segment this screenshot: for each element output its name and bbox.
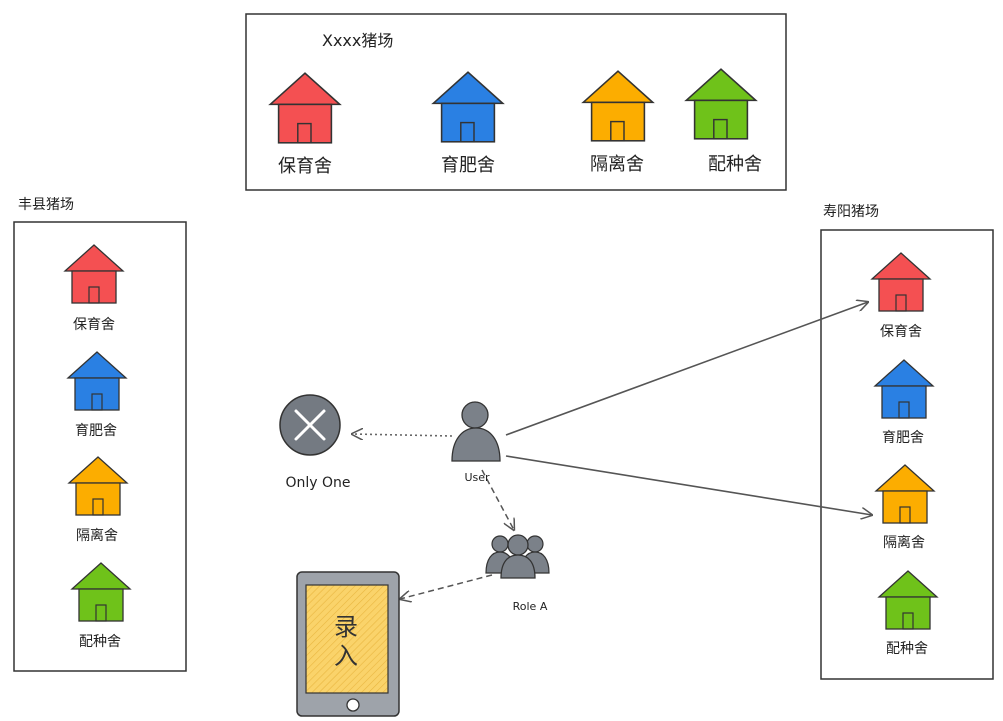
house-label: 育肥舍	[441, 155, 495, 176]
house-right-3	[874, 464, 936, 524]
farm-right-box	[820, 229, 994, 680]
house-door	[899, 506, 911, 524]
house-left-1	[63, 244, 125, 304]
house-roof	[684, 68, 758, 102]
user-icon-body	[451, 427, 501, 462]
house-roof	[67, 456, 129, 484]
group-icon-body	[500, 554, 536, 579]
only-one-actor: Only One	[279, 394, 351, 491]
house-label: 配种舍	[886, 641, 928, 657]
house-top-3	[581, 70, 655, 142]
group-icon-head	[507, 534, 529, 556]
house-label: 保育舍	[73, 317, 115, 333]
house-top-1	[268, 72, 342, 144]
farm-right: 寿阳猪场 保育舍 育肥舍 隔离舍 配种舍	[820, 203, 994, 680]
house-roof	[70, 562, 132, 590]
house-label: 隔离舍	[883, 534, 925, 551]
house-label: 育肥舍	[882, 430, 924, 446]
house-door	[895, 294, 907, 312]
tablet-home-button	[346, 698, 360, 712]
farm-left-title: 丰县猪场	[18, 197, 74, 213]
house-label: 隔离舍	[76, 527, 118, 544]
house-door	[92, 498, 104, 516]
house-left-3	[67, 456, 129, 516]
tablet-screen	[305, 584, 389, 694]
farm-top-title: Xxxx猪场	[322, 31, 393, 50]
house-door	[610, 120, 625, 142]
arrow-user-to-role-a	[481, 469, 514, 530]
house-roof	[870, 252, 932, 280]
arrow-user-to-only-one	[352, 434, 453, 436]
only-one-label: Only One	[285, 475, 350, 491]
group-icon-head	[526, 535, 544, 553]
arrow-user-to-isolation	[505, 455, 872, 515]
house-door	[902, 612, 914, 630]
tablet-device: 录 入	[296, 571, 400, 717]
arrow-role-a-to-tablet	[400, 574, 493, 599]
house-door	[713, 118, 728, 140]
house-roof	[431, 71, 505, 105]
house-roof	[877, 570, 939, 598]
farm-top-box	[245, 13, 787, 191]
house-roof	[874, 464, 936, 492]
connectors	[352, 302, 872, 599]
house-roof	[581, 70, 655, 104]
house-label: 隔离舍	[590, 154, 644, 175]
house-door	[460, 121, 475, 143]
house-roof	[66, 351, 128, 379]
house-door	[898, 401, 910, 419]
house-left-4	[70, 562, 132, 622]
group-icon-head	[491, 535, 509, 553]
house-right-2	[873, 359, 935, 419]
user-icon-head	[461, 401, 489, 429]
house-label: 保育舍	[880, 324, 922, 340]
role-a-label: Role A	[513, 600, 548, 613]
house-right-1	[870, 252, 932, 312]
role-a-actor: Role A	[485, 534, 550, 613]
house-left-2	[66, 351, 128, 411]
close-icon-stroke	[294, 409, 326, 441]
house-door	[91, 393, 103, 411]
house-top-2	[431, 71, 505, 143]
user-actor: User	[451, 401, 501, 484]
house-label: 配种舍	[708, 154, 762, 175]
house-top-4	[684, 68, 758, 140]
house-door	[88, 286, 100, 304]
house-body	[590, 101, 646, 142]
user-label: User	[464, 471, 490, 484]
arrow-user-to-nursery	[505, 302, 868, 436]
house-label: 保育舍	[278, 156, 332, 177]
house-roof	[268, 72, 342, 106]
tablet-text-line1: 录	[334, 613, 358, 641]
farm-left: 丰县猪场 保育舍 育肥舍 隔离舍 配种舍	[13, 197, 187, 672]
house-right-4	[877, 570, 939, 630]
house-roof	[63, 244, 125, 272]
farm-top: Xxxx猪场 保育舍 育肥舍 隔离舍 配种舍	[245, 13, 787, 191]
house-label: 育肥舍	[75, 423, 117, 439]
tablet-text-line2: 入	[334, 642, 358, 670]
house-door	[95, 604, 107, 622]
farm-left-box	[13, 221, 187, 672]
farm-right-title: 寿阳猪场	[823, 203, 879, 220]
house-label: 配种舍	[79, 634, 121, 650]
house-roof	[873, 359, 935, 387]
house-door	[297, 122, 312, 144]
